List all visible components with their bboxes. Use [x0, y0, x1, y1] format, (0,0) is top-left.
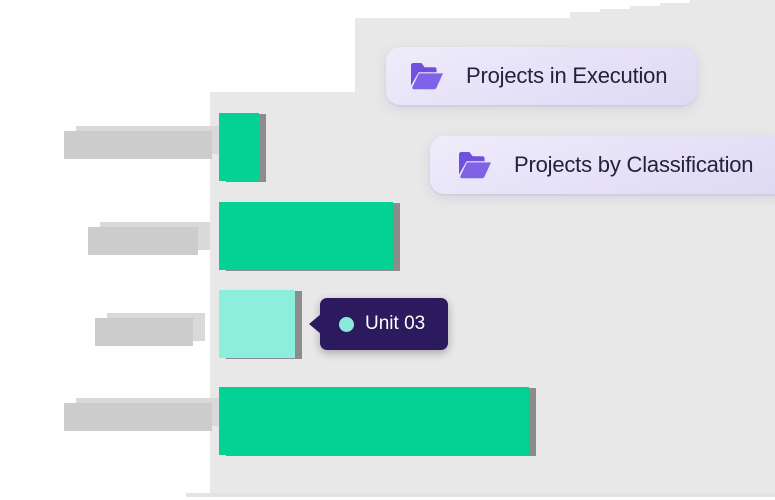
projects-by-classification-button[interactable]: Projects by Classification	[430, 136, 775, 194]
stair-notch-4	[630, 0, 660, 6]
projects-in-execution-label: Projects in Execution	[466, 63, 668, 88]
skeleton-label-2	[88, 227, 198, 255]
skeleton-label-3	[95, 318, 193, 346]
bottom-divider	[186, 493, 775, 497]
folder-open-icon	[458, 151, 492, 179]
bar-unit-02[interactable]	[219, 202, 393, 270]
bottom-margin	[0, 497, 775, 500]
stair-notch-2	[570, 0, 600, 12]
skeleton-label-4	[64, 403, 212, 431]
dot-marker-icon	[339, 316, 354, 332]
stair-notch-1	[210, 0, 570, 18]
folder-open-icon	[410, 62, 444, 90]
projects-in-execution-button[interactable]: Projects in Execution	[386, 47, 697, 105]
stair-notch-5	[660, 0, 690, 3]
projects-by-classification-label: Projects by Classification	[514, 152, 754, 177]
stair-notch-3	[600, 0, 630, 9]
tooltip-label: Unit 03	[365, 313, 426, 334]
tooltip-arrow-icon	[309, 314, 321, 334]
bar-tooltip: Unit 03	[309, 298, 448, 350]
stair-notch-6	[210, 18, 355, 92]
skeleton-label-1	[64, 131, 212, 159]
bar-unit-04[interactable]	[219, 387, 529, 455]
bar-unit-01[interactable]	[219, 113, 259, 181]
bar-unit-03[interactable]	[219, 290, 295, 358]
